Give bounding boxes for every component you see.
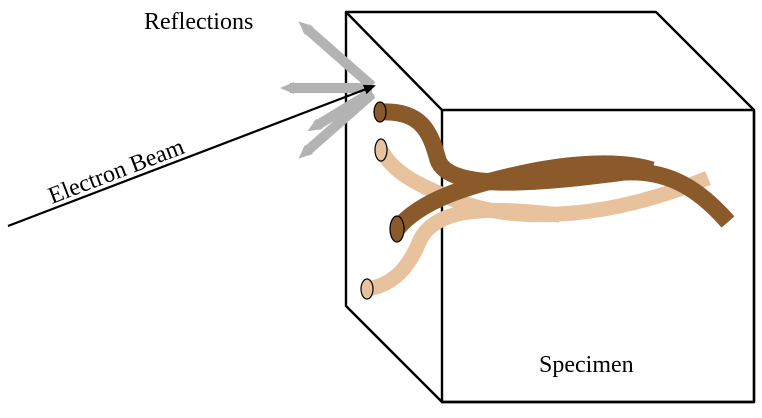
- reflection-arrows: [280, 21, 376, 159]
- reflection-arrow-down: [298, 90, 376, 159]
- electron-beam-arrow: [7, 84, 376, 228]
- light-fiber-upper-end: [374, 138, 388, 162]
- dark-fiber-lower-end: [389, 215, 405, 243]
- light-fibers: [360, 138, 711, 300]
- dark-fiber-upper: [379, 103, 735, 228]
- dark-fibers: [373, 101, 735, 243]
- cube-front-face: [440, 108, 756, 404]
- specimen-label: Specimen: [539, 352, 634, 378]
- reflection-arrow-up: [298, 21, 376, 90]
- dark-fiber-lower: [390, 155, 655, 235]
- reflections-label: Reflections: [144, 9, 253, 35]
- light-fiber-lower: [365, 202, 561, 297]
- dark-fiber-upper-end: [373, 101, 387, 123]
- specimen-cube: [344, 10, 756, 404]
- electron-beam-label: Electron Beam: [45, 134, 188, 210]
- light-fiber-lower-end: [360, 278, 374, 300]
- cube-edge-top-left: [344, 10, 444, 112]
